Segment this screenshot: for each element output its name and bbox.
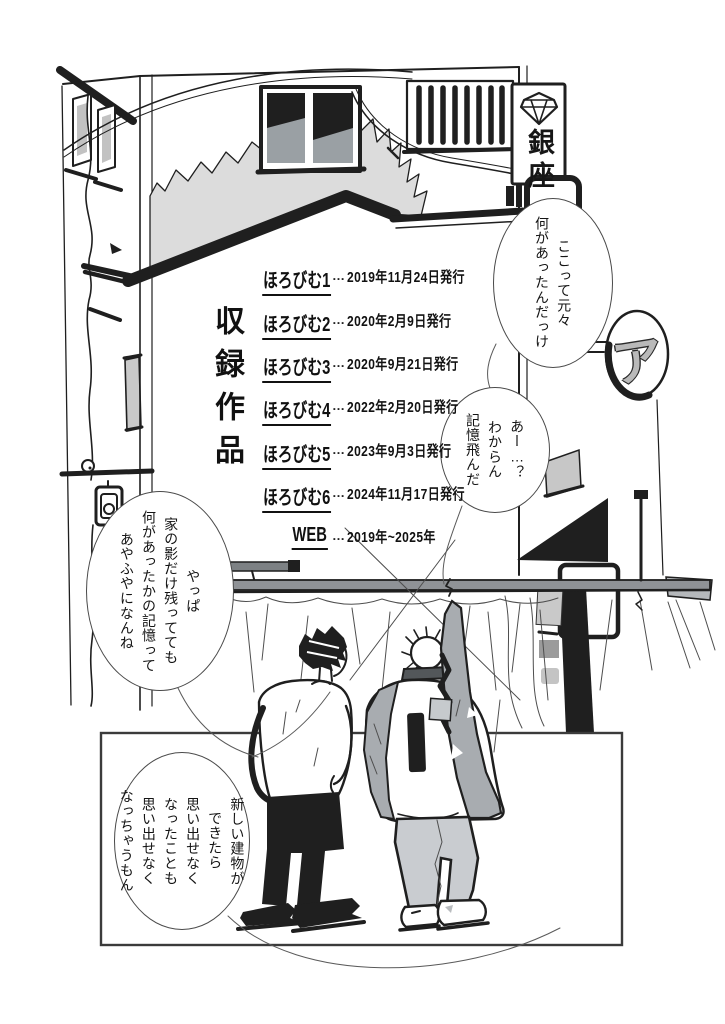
toc-item-date: 2019年11月24日発行: [347, 269, 465, 286]
poster: [539, 640, 559, 658]
toc-row: ほろびむ4 … 2022年2月20日発行: [238, 394, 486, 426]
toc-row: ほろびむ1 … 2019年11月24日発行: [238, 264, 494, 296]
toc-item-date: 2019年~2025年: [347, 529, 436, 546]
toc-item-date: 2020年9月21日発行: [347, 356, 459, 373]
toc-item-name: WEB: [291, 524, 328, 550]
toc-row: ほろびむ2 … 2020年2月9日発行: [238, 308, 478, 340]
speech-text: ここって元々 何があったんだっけ: [534, 216, 573, 350]
toc-item-name: ほろびむ6: [262, 481, 332, 513]
roof-shadow-band: [122, 190, 401, 287]
speech-text: やっぱ 家の影だけ残ってても 何があったかの記憶って あやふやになんね: [118, 509, 202, 673]
toc-item-date: 2022年2月20日発行: [347, 399, 459, 416]
side-window-2: [97, 104, 116, 173]
toc-row: ほろびむ5 … 2023年9月3日発行: [238, 438, 478, 470]
upper-window: [255, 85, 367, 175]
pants: [262, 792, 344, 906]
speech-bubble-top-right: ここって元々 何があったんだっけ: [493, 198, 613, 368]
toc-row: WEB … 2019年~2025年: [238, 524, 458, 550]
toc-separator: …: [332, 355, 345, 370]
ginza-sign-text: 銀座: [524, 128, 554, 194]
speech-bubble-mid-right: あー…？ わからん 記憶飛んだ: [440, 387, 550, 513]
jacket-sleeve: [362, 680, 400, 821]
toc-item-name: ほろびむ3: [262, 351, 332, 383]
pipe-joint: [81, 459, 95, 473]
speech-bubble-bottom-left: 新しい建物が できたら 思い出せなく なったことも 思い出せなく なっちゃうもん: [114, 752, 250, 930]
alley-shadow: [560, 588, 594, 733]
toc-item-name: ほろびむ5: [262, 438, 332, 470]
character-left: [236, 626, 366, 933]
toc-section-title: 収録作品: [210, 305, 243, 477]
toc-item-date: 2020年2月9日発行: [347, 313, 452, 330]
poster: [541, 668, 559, 684]
speech-bubble-mid-left: やっぱ 家の影だけ残ってても 何があったかの記憶って あやふやになんね: [86, 491, 234, 691]
round-sign: [559, 309, 670, 401]
hair: [299, 626, 347, 671]
eave-bar: [56, 66, 137, 125]
toc-separator: …: [332, 485, 345, 500]
toc-separator: …: [332, 528, 345, 543]
drain-pipe: [85, 95, 94, 481]
poster: [535, 585, 564, 627]
toc-item-date: 2023年9月3日発行: [347, 443, 452, 460]
toc-row: ほろびむ6 … 2024年11月17日発行: [238, 481, 494, 513]
sneaker: [400, 903, 441, 929]
toc-item-date: 2024年11月17日発行: [347, 486, 465, 503]
speech-text: 新しい建物が できたら 思い出せなく なったことも 思い出せなく なっちゃうもん: [118, 789, 246, 893]
power-lines: [63, 68, 520, 176]
toc-separator: …: [332, 268, 345, 283]
toc-row: ほろびむ3 … 2020年9月21日発行: [238, 351, 486, 383]
toc-separator: …: [332, 398, 345, 413]
toc-separator: …: [332, 312, 345, 327]
black-awning: [517, 498, 608, 562]
scaffold-bar: [223, 579, 711, 591]
back-stripe: [407, 712, 426, 773]
head: [409, 635, 445, 671]
shirt: [257, 678, 353, 803]
back-patch: [428, 697, 453, 722]
character-right: [362, 578, 505, 932]
sneaker: [436, 898, 487, 927]
toc-separator: …: [332, 442, 345, 457]
diamond-icon: [519, 91, 559, 126]
speech-text: あー…？ わからん 記憶飛んだ: [464, 413, 526, 487]
wall-bracket: [59, 468, 155, 477]
toc-item-name: ほろびむ1: [262, 264, 332, 296]
ginza-sign: [510, 82, 567, 186]
bubble-tails: [177, 343, 561, 969]
toc-item-name: ほろびむ4: [262, 394, 332, 426]
toc-item-name: ほろびむ2: [262, 308, 332, 340]
baggy-pants: [393, 815, 480, 910]
louver-vent: [402, 79, 518, 154]
